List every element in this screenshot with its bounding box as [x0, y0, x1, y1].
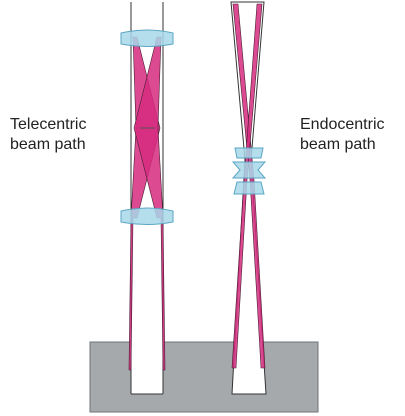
endocentric-lens-2	[231, 161, 267, 179]
endocentric-system	[230, 1, 267, 395]
object-block	[89, 341, 319, 413]
endocentric-lens-1	[234, 147, 264, 159]
telecentric-label-line1: Telecentric	[10, 116, 87, 133]
endocentric-beam-b	[231, 3, 263, 369]
telecentric-beam-b	[133, 36, 166, 371]
telecentric-lower-lens	[120, 207, 174, 225]
telecentric-label: Telecentric beam path	[10, 115, 86, 155]
endocentric-label-line2: beam path	[300, 136, 376, 153]
endocentric-label-line1: Endocentric	[300, 116, 385, 133]
endocentric-label: Endocentric beam path	[300, 115, 385, 155]
endocentric-lens-3	[233, 181, 265, 195]
telecentric-label-line2: beam path	[10, 136, 86, 153]
telecentric-upper-lens	[120, 29, 174, 47]
endocentric-beam-a	[232, 3, 266, 369]
telecentric-system	[120, 2, 174, 395]
